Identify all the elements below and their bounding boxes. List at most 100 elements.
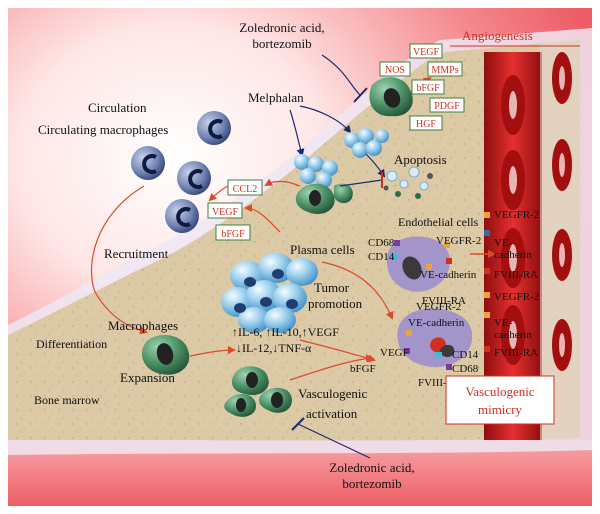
melphalan-arrow-1 [289,109,305,157]
factor-nos: NOS [385,65,405,76]
melphalan-arrow-2 [299,105,352,134]
expansion-label: Expansion [120,370,175,385]
factor-vegf-plasma: VEGF [212,207,239,218]
angiogenesis-label: Angiogenesis [462,28,533,43]
factor-pdgf: PDGF [434,101,460,112]
green-macrophage-mid [295,183,353,215]
bone-marrow-label: Bone marrow [34,393,100,407]
inhibit-angio-line [321,54,361,96]
factor-hgf: HGF [416,119,436,130]
zoledronic-bottom-label: Zoledronic acid, [329,460,414,475]
expansion-arrow [189,346,236,357]
cd68-label-lower: CD68 [452,363,479,375]
vecadherin-marker-upper [426,264,432,270]
circulating-macrophage-3 [177,161,211,195]
circulating-macrophages-label: Circulating macrophages [38,122,168,137]
factor-box-mmps [427,61,463,77]
fviii-label-upper: FVIII-RA [422,295,466,307]
circulating-macrophage-4 [165,199,199,233]
plasma-factor-boxes: CCL2 VEGF bFGF [207,179,263,241]
vegf-plasma-arrow [244,204,281,233]
vegfr2-label-vessel-1: VEGFR-2 [494,209,539,221]
fviii-label-vessel-1: FVIII-RA [494,269,538,281]
macrophages-label: Macrophages [108,318,178,333]
vegfr2-marker-upper [444,242,450,248]
blue-cell-cluster-mid [294,154,338,188]
circulating-macrophage-1 [197,111,231,145]
vessel-wall-markers [484,212,490,352]
zoledronic-top-label: Zoledronic acid, [239,20,324,35]
ccl2-to-circulation-arrow [208,185,229,202]
factor-box-nos [379,61,411,77]
factor-ccl2: CCL2 [233,184,257,195]
cd14-label-upper: CD14 [368,251,395,263]
ve-label-vessel-2: VE- [494,317,513,329]
factor-box-bfgf-plasma [215,224,251,241]
recruitment-arrow [90,185,148,335]
blue-cell-cluster-top [344,128,389,158]
vasculogenic-mimicry-line1: Vasculogenic [465,384,535,399]
vasculogenic-mimicry-line2: mimicry [478,402,523,417]
angio-factor-boxes: VEGF NOS MMPs bFGF PDGF HGF [379,43,465,131]
ccl2-arrow [264,178,301,187]
vasculogenic-mimicry-box [445,375,555,425]
macrophage-to-endothelial-arrow [289,354,374,381]
inhibit-bottom-bar [291,417,305,431]
factor-box-ccl2 [227,179,263,196]
ve-label-vessel-1: VE- [494,237,513,249]
macrophage-group-bottom [224,366,292,417]
cd68-marker-lower [446,364,452,370]
cd14-marker-lower [436,352,442,358]
promotion-label: promotion [308,296,363,311]
inhibit-apoptosis-line [339,179,383,187]
circulating-macrophage-2 [131,146,165,180]
plasma-cells-label: Plasma cells [290,242,355,257]
factor-bfgf-plasma: bFGF [221,229,245,240]
tumor-to-endothelial-arrow [321,261,394,320]
bm-macrophage [141,335,190,375]
endothelial-cell-upper [386,236,450,292]
tumor-label: Tumor [314,280,350,295]
factor-bfgf: bFGF [416,83,440,94]
plasma-cell-cluster [221,253,318,333]
factor-mmps: MMPs [431,65,458,76]
fviii-label-vessel-2: FVIII-RA [494,347,538,359]
cadherin-label-vessel-2: cadherin [494,329,532,341]
vegfr2-label-upper: VEGFR-2 [436,235,481,247]
inhibit-angio-bar [353,87,368,103]
vegfr2-marker-lower [406,330,412,336]
differentiation-label: Differentiation [36,337,107,351]
bortezomib-top-label: bortezomib [252,36,311,51]
vecadherin-label-upper: VE-cadherin [420,269,477,281]
cytokines-line1: ↑IL-6, ↑IL-10,↑VEGF [232,325,339,339]
vegfr2-label-lower: VEGFR-2 [416,301,461,313]
circulation-label: Circulation [88,100,147,115]
cd68-marker-upper [394,240,400,246]
bortezomib-bottom-label: bortezomib [342,476,401,491]
cytokines-line2: ↓IL-12,↓TNF-α [236,341,312,355]
factor-vegf: VEGF [413,47,440,58]
vegf-label-lower: VEGF [380,347,409,359]
endothelial-cell-lower [397,308,473,368]
activation-label: activation [306,406,358,421]
cd68-label-upper: CD68 [368,237,395,249]
bfgf-label-lower: bFGF [350,363,376,375]
factor-box-vegf-plasma [207,202,243,219]
factor-box-hgf [409,115,443,131]
factor-box-bfgf [411,79,445,95]
factor-box-vegf [409,43,443,59]
red-blood-cells [501,52,572,371]
apoptosis-label: Apoptosis [394,152,447,167]
vecadherin-label-lower: VE-cadherin [408,317,465,329]
inhibit-bottom-line [297,423,371,459]
cd14-label-lower: CD14 [452,349,479,361]
cadherin-label-vessel-1: cadherin [494,249,532,261]
cd14-marker-upper [392,254,398,260]
recruitment-label: Recruitment [104,246,169,261]
angio-macrophage [369,77,413,117]
vegfr2-label-vessel-2: VEGFR-2 [494,291,539,303]
apoptotic-fragments [383,166,433,199]
marker-lower-purple [404,348,410,354]
